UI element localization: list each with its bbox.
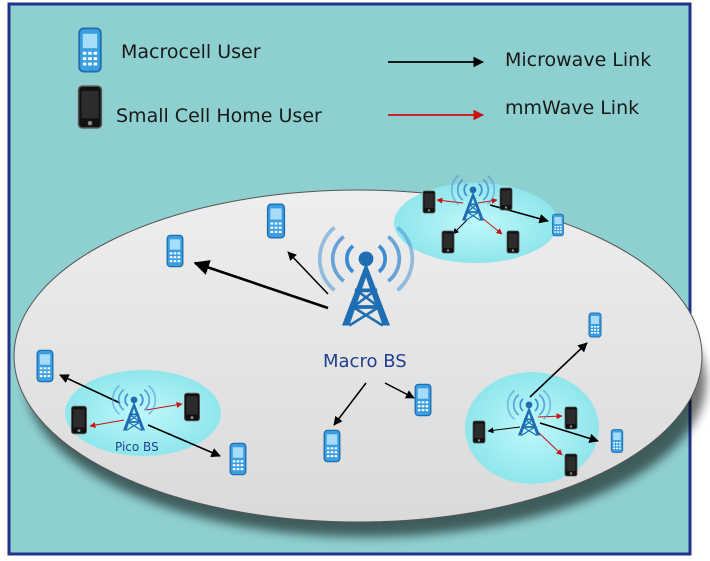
legend-small-cell-user-label: Small Cell Home User <box>116 105 322 127</box>
pico-bs-label: Pico BS <box>115 440 159 454</box>
small-cell-user <box>183 392 201 422</box>
small-cell-user <box>70 405 88 435</box>
macro-link-top-user <box>287 251 329 295</box>
small-cell-top-right <box>394 183 558 263</box>
legend: Macrocell User Small Cell Home User Micr… <box>77 27 651 129</box>
left-cell-links <box>59 374 221 457</box>
legend-mmwave-label: mmWave Link <box>505 97 639 119</box>
small-cell-user <box>499 187 513 211</box>
macro-user <box>36 349 54 383</box>
macro-user-bottom <box>323 429 341 463</box>
macro-bs-label: Macro BS <box>323 351 407 372</box>
macro-user-upper-left <box>166 234 184 268</box>
macro-user <box>610 429 624 453</box>
macrocell-user-legend-icon <box>78 27 102 73</box>
small-cell-user <box>564 453 578 477</box>
small-cell-user <box>472 420 486 444</box>
macro-link-bottom-user <box>333 382 367 426</box>
macro-user-lower-right <box>414 383 432 417</box>
macro-user <box>552 213 564 237</box>
macro-user <box>229 442 247 476</box>
macro-link-right-user <box>384 382 415 399</box>
small-cell-left <box>65 370 221 456</box>
macro-microwave-links <box>193 251 415 426</box>
legend-macrocell-user-label: Macrocell User <box>121 41 261 63</box>
legend-microwave-label: Microwave Link <box>505 49 651 71</box>
macro-user <box>588 312 602 338</box>
macro-user-top <box>266 203 286 239</box>
small-cell-user-legend-icon <box>77 85 103 129</box>
small-cell-user <box>422 190 436 214</box>
bottom-right-cell-links <box>487 342 599 456</box>
small-cell-user <box>564 406 578 430</box>
small-cell-user <box>506 230 520 254</box>
small-cell-user <box>441 230 455 254</box>
macro-link-left-user <box>193 260 329 310</box>
